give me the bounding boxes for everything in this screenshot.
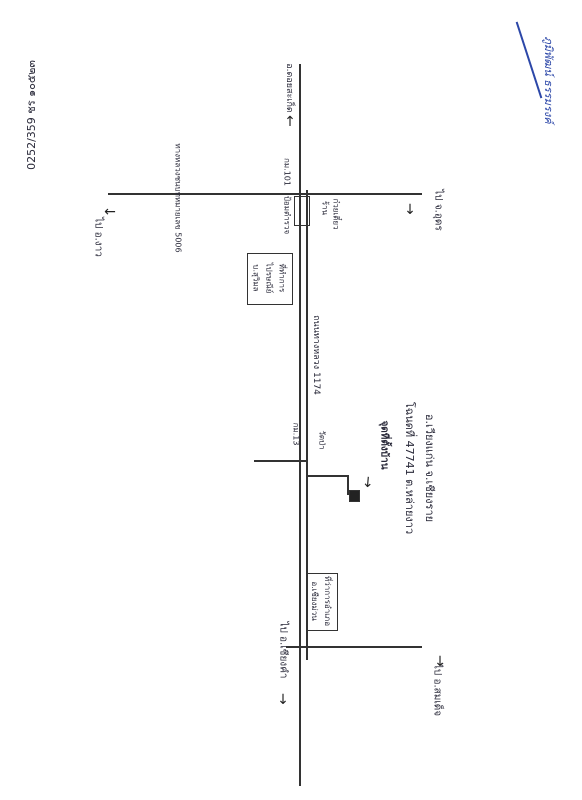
label-to-somdet: ไป อ.สมเด็จ xyxy=(431,663,443,717)
lane-to-house xyxy=(308,475,348,477)
road-main-2 xyxy=(306,190,308,660)
arrow-down-left: ↓ xyxy=(277,692,289,708)
district-office-box xyxy=(306,573,338,631)
label-corner-sign: ป้อมตำรวจ xyxy=(282,195,292,235)
label-km13: กม.13 xyxy=(291,422,301,446)
label-to-udon: ไป จ.อุดร xyxy=(432,189,444,231)
label-junction-top: ทางหลวงชนบทหมายเลข 5006 xyxy=(173,143,183,253)
signature: ภูมิพัฒน์ ธรรมรงค์ xyxy=(540,36,558,123)
label-to-ngao: ไป อ.งาว xyxy=(92,217,104,257)
address-line2: อ.เวียงแก่น จ.เชียงราย xyxy=(423,413,436,523)
label-to-chiangkham: ไป อ.เชียงคำ xyxy=(277,621,289,679)
post-office-box xyxy=(247,253,293,305)
arrow-right: ↓ xyxy=(404,202,416,218)
junction-box xyxy=(294,196,310,226)
label-doi-saket: อ.ดอยสะเก็ด xyxy=(284,63,294,113)
label-main-road: ถนนทางหลวง 1174 xyxy=(311,315,321,395)
house-marker xyxy=(349,490,360,502)
lane-to-house-2 xyxy=(347,475,349,495)
arrow-up: ↑ xyxy=(284,114,296,130)
road-mid xyxy=(254,460,306,462)
label-post-office: ที่ทำการไปรษณีย์ บ.สุวิมล xyxy=(251,262,287,294)
label-km101: กม.101 xyxy=(282,158,292,186)
road-bottom xyxy=(286,646,422,648)
arrow-left-top: ← xyxy=(104,204,116,220)
address-line1: โฉนดที่ 47741 ต.หล่ายงาว xyxy=(403,401,416,535)
label-district-office: ที่ว่าการอำเภอ อ.เชียงม่วน xyxy=(310,576,332,626)
road-top xyxy=(108,193,422,195)
label-shop-2: ก๋วยเตี๋ยว xyxy=(331,198,341,230)
house-arrow: ↙ xyxy=(358,472,378,492)
road-main xyxy=(299,64,301,786)
label-temple: วัดป่า xyxy=(317,430,327,450)
label-house: จุดที่ตั้งบ้าน xyxy=(378,420,390,470)
arrow-down-right: ↓ xyxy=(434,654,446,670)
signature-text: ภูมิพัฒน์ ธรรมรงค์ xyxy=(542,36,555,124)
doc-number: 0252/359 ชร ๑๐๕๒๓ xyxy=(25,60,38,170)
signature-stroke xyxy=(515,21,543,99)
